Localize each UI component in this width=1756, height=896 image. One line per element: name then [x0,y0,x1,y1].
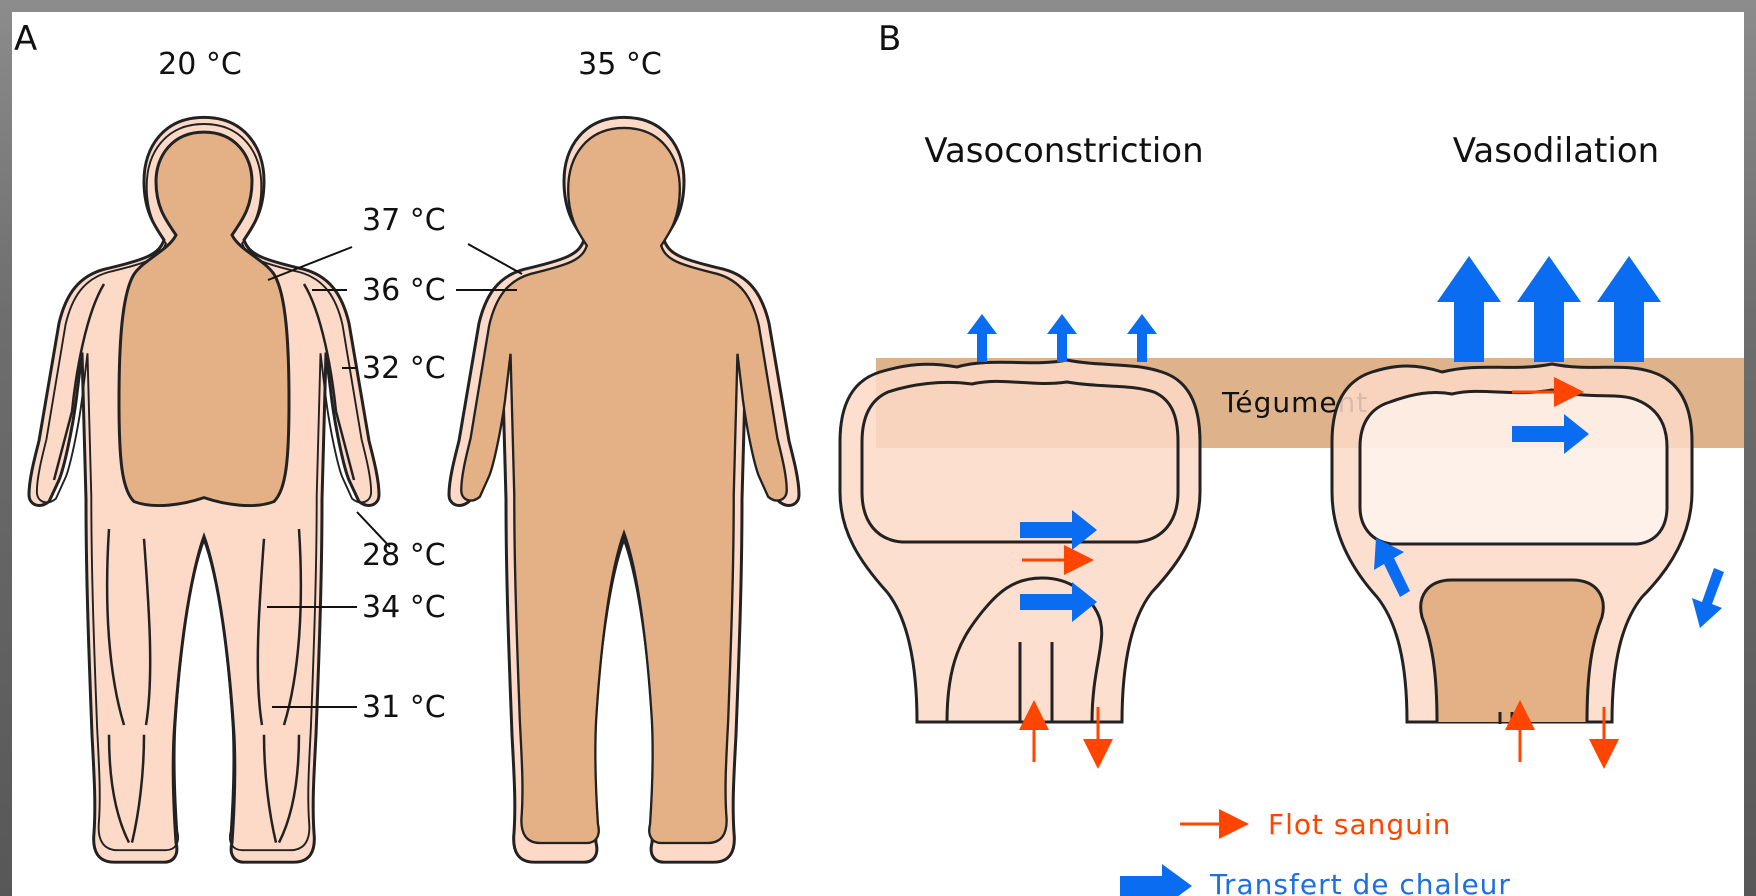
vasoconstriction-vessel [840,360,1200,722]
vasoconstriction-title: Vasoconstriction [924,131,1203,171]
vasodilation-shunt [1421,580,1604,722]
legend: Flot sanguin Transfert de chaleur [1120,808,1511,896]
body-cold [29,117,379,862]
small-heat-arrow-1 [967,314,997,362]
legend-heat-label: Transfert de chaleur [1209,868,1511,896]
vasodilation-heat-out-arrows [1437,256,1661,362]
heat-arrow-side-right [1692,568,1724,628]
vasodilation-loop [1360,390,1667,544]
vasodilation-title: Vasodilation [1453,131,1659,171]
zone-label-36: 36 °C [362,273,446,308]
zone-label-28: 28 °C [362,538,446,573]
zone-label-34: 34 °C [362,590,446,625]
large-heat-arrow-2 [1517,256,1581,362]
panel-b-label: B [878,19,901,59]
leader-37-warm [468,244,522,274]
vasoconstriction-heat-out-arrows [967,314,1157,362]
diagram-canvas: A 20 °C 35 °C 37 °C 36 °C 32 °C 28 °C 34… [12,12,1744,896]
body-warm [449,117,799,862]
warm-temperature-label: 35 °C [578,47,662,82]
large-heat-arrow-3 [1597,256,1661,362]
zone-label-31: 31 °C [362,690,446,725]
large-heat-arrow-1 [1437,256,1501,362]
legend-blood-label: Flot sanguin [1268,808,1451,841]
panel-a-label: A [14,19,37,59]
small-heat-arrow-2 [1047,314,1077,362]
zone-label-37: 37 °C [362,203,446,238]
cold-temperature-label: 20 °C [158,47,242,82]
small-heat-arrow-3 [1127,314,1157,362]
legend-heat-swatch [1120,864,1192,896]
thermoregulation-diagram: A 20 °C 35 °C 37 °C 36 °C 32 °C 28 °C 34… [12,12,1744,896]
zone-label-32: 32 °C [362,351,446,386]
